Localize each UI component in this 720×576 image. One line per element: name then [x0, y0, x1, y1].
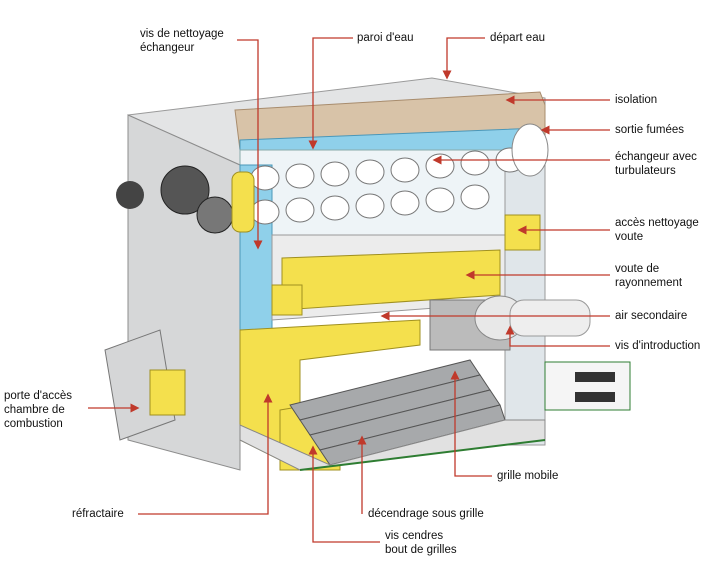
combustion-door — [104, 329, 186, 441]
label-vis-cendres: vis cendres bout de grilles — [385, 530, 457, 556]
label-air-secondaire: air secondaire — [615, 310, 688, 322]
label-depart-eau: départ eau — [490, 32, 545, 44]
label-sortie-fumees: sortie fumées — [615, 124, 685, 136]
label-vis-nettoyage-echangeur: vis de nettoyage échangeur — [140, 28, 224, 54]
label-vis-introduction: vis d'introduction — [615, 340, 701, 352]
label-porte-acces: porte d'accès chambre de combustion — [4, 390, 73, 430]
label-grille-mobile: grille mobile — [497, 470, 559, 482]
label-decendrage: décendrage sous grille — [368, 508, 484, 520]
label-echangeur-turbulateurs: échangeur avec turbulateurs — [615, 151, 697, 177]
moving-grate — [289, 359, 506, 466]
cleaning-drive-gears — [116, 165, 255, 234]
flue-outlet — [511, 123, 549, 177]
label-voute-rayonnement: voute de rayonnement — [615, 263, 683, 289]
label-isolation: isolation — [615, 94, 658, 106]
label-paroi-eau: paroi d'eau — [357, 32, 414, 44]
leader-lines — [88, 37, 610, 543]
label-acces-nettoyage-voute: accès nettoyage voute — [615, 217, 699, 243]
label-refractaire: réfractaire — [72, 508, 124, 520]
vault-cleaning-access — [504, 214, 541, 251]
